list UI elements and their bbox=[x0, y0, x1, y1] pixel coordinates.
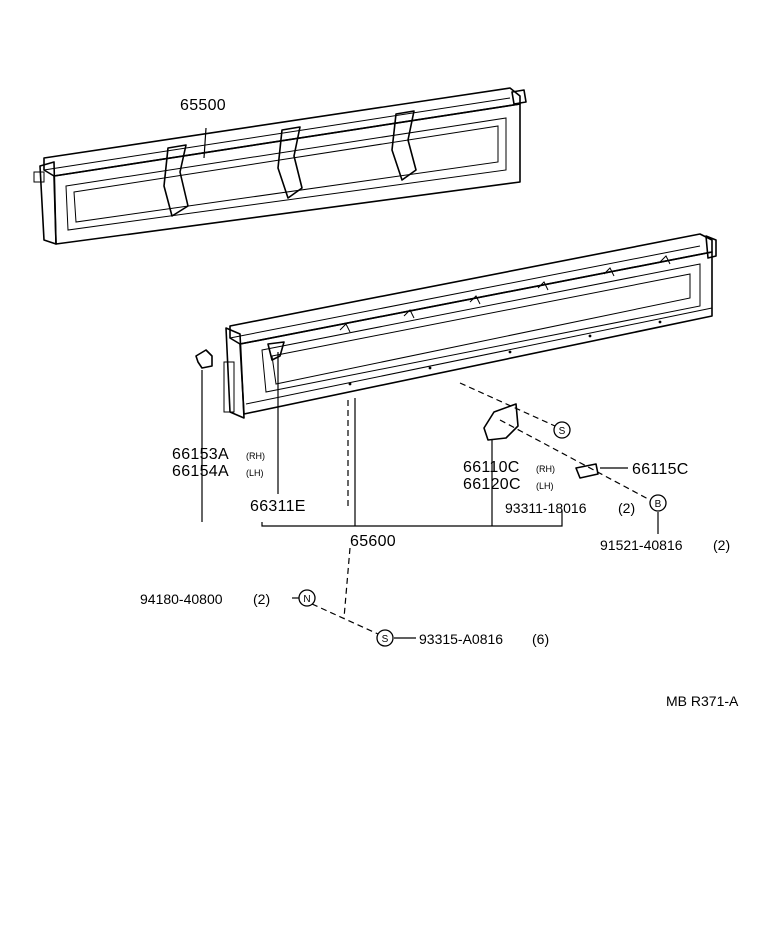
label-bracket-lh: 66120C bbox=[463, 476, 521, 493]
label-nut-1-qty: (2) bbox=[253, 591, 270, 607]
label-hinge-lh-side: (LH) bbox=[246, 468, 264, 478]
figure-code: MB R371-A bbox=[666, 693, 739, 709]
label-screw-2-qty: (6) bbox=[532, 631, 549, 647]
label-bracket-rh-side: (RH) bbox=[536, 464, 555, 474]
bracket-drawing bbox=[483, 403, 519, 441]
label-nut-1: 94180-40800 bbox=[140, 591, 223, 607]
svg-text:B: B bbox=[655, 499, 662, 510]
svg-text:S: S bbox=[382, 634, 389, 645]
label-hinge-lh: 66154A bbox=[172, 463, 229, 480]
screw-symbol-2: S bbox=[376, 629, 394, 647]
label-screw-1-qty: (2) bbox=[618, 500, 635, 516]
upper-panel-drawing bbox=[33, 87, 527, 245]
hinge-drawing bbox=[195, 349, 213, 369]
dashed-leaders bbox=[311, 382, 651, 635]
label-latch: 66115C bbox=[632, 461, 689, 478]
screw-symbol-1: S bbox=[553, 421, 571, 439]
nut-symbol: N bbox=[298, 589, 316, 607]
label-bracket-rh: 66110C bbox=[463, 459, 520, 476]
latch-drawing bbox=[575, 463, 599, 479]
leader-lines bbox=[201, 127, 659, 639]
label-bolt-1: 91521-40816 bbox=[600, 537, 683, 553]
lower-panel-drawing bbox=[223, 233, 717, 419]
label-upper-panel: 65500 bbox=[180, 97, 226, 114]
label-bolt-1-qty: (2) bbox=[713, 537, 730, 553]
label-hinge-rh-side: (RH) bbox=[246, 451, 265, 461]
svg-text:S: S bbox=[559, 426, 566, 437]
label-hinge-rh: 66153A bbox=[172, 446, 229, 463]
bolt-symbol: B bbox=[649, 494, 667, 512]
label-screw-2: 93315-A0816 bbox=[419, 631, 503, 647]
label-hook: 66311E bbox=[250, 498, 306, 515]
svg-text:N: N bbox=[303, 594, 310, 605]
label-bracket-lh-side: (LH) bbox=[536, 481, 554, 491]
label-screw-1: 93311-18016 bbox=[505, 500, 587, 516]
label-lower-panel: 65600 bbox=[350, 533, 396, 550]
